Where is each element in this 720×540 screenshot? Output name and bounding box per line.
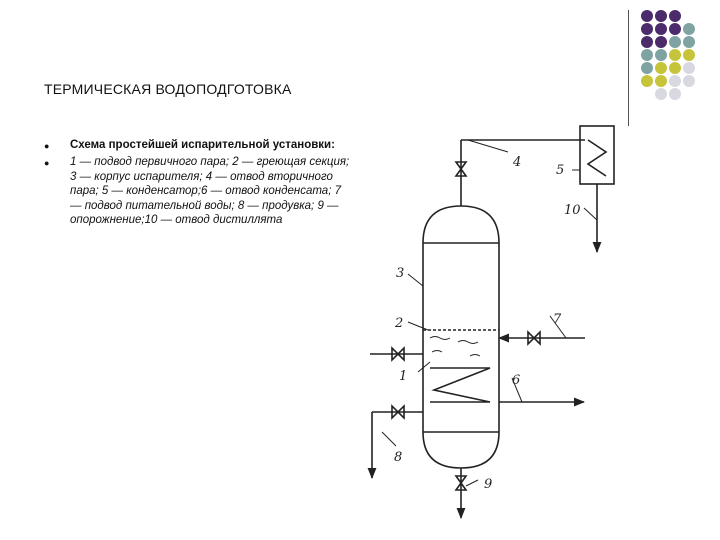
decor-divider xyxy=(628,10,629,126)
decor-dot xyxy=(655,75,667,87)
label-3: 3 xyxy=(396,266,404,281)
decor-dot xyxy=(669,75,681,87)
decor-dot xyxy=(669,62,681,74)
decor-dot xyxy=(641,62,653,74)
decor-dot xyxy=(655,10,667,22)
decor-dot xyxy=(683,36,695,48)
label-2: 2 xyxy=(394,316,403,331)
feed-valve xyxy=(527,330,541,346)
decor-dot xyxy=(655,62,667,74)
vapour-valve xyxy=(454,161,468,177)
decor-dot xyxy=(641,23,653,35)
bullet-text: Схема простейшей испарительной установки… xyxy=(70,139,335,151)
decor-dot xyxy=(655,49,667,61)
decor-dot xyxy=(669,88,681,100)
label-4: 4 xyxy=(512,155,521,170)
decor-dot xyxy=(641,49,653,61)
bullet-dot-icon: ● xyxy=(44,158,50,169)
label-10: 10 xyxy=(564,203,581,218)
label-7: 7 xyxy=(553,312,562,327)
label-6: 6 xyxy=(512,373,520,388)
bullet-item: ● 1 — подвод первичного пара; 2 — греюща… xyxy=(44,155,354,227)
decor-dot xyxy=(655,36,667,48)
decor-dot xyxy=(641,75,653,87)
decor-dot xyxy=(641,36,653,48)
bullet-item: ● Схема простейшей испарительной установ… xyxy=(44,138,354,153)
decor-dot xyxy=(655,88,667,100)
steam-valve xyxy=(391,346,405,362)
decor-dot xyxy=(683,23,695,35)
bullet-list: ● Схема простейшей испарительной установ… xyxy=(44,138,354,227)
decor-dot xyxy=(669,23,681,35)
decor-dot xyxy=(669,36,681,48)
label-8: 8 xyxy=(394,450,402,465)
decor-dot xyxy=(683,49,695,61)
decor-dot xyxy=(641,10,653,22)
condenser xyxy=(579,125,615,185)
label-9: 9 xyxy=(484,477,492,492)
slide-title: ТЕРМИЧЕСКАЯ ВОДОПОДГОТОВКА xyxy=(44,81,292,97)
bullet-text: 1 — подвод первичного пара; 2 — греющая … xyxy=(70,156,350,227)
decor-dot xyxy=(669,10,681,22)
decor-dot xyxy=(669,49,681,61)
decor-dot xyxy=(655,23,667,35)
decor-dot xyxy=(683,75,695,87)
drain-valve xyxy=(454,475,468,491)
label-5: 5 xyxy=(556,163,564,178)
heating-section xyxy=(430,367,491,403)
label-1: 1 xyxy=(399,369,407,384)
blowdown-valve xyxy=(391,404,405,420)
bullet-dot-icon: ● xyxy=(44,141,50,151)
decor-dot xyxy=(683,62,695,74)
